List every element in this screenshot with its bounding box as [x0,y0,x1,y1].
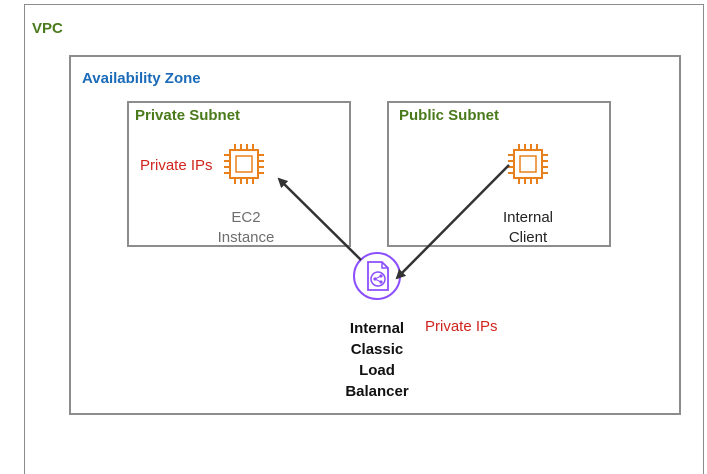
private-subnet-label: Private Subnet [135,107,241,124]
lb-caption-line3: Load [359,362,395,379]
public-subnet-label: Public Subnet [399,107,500,124]
ec2-caption-line1: EC2 [231,209,261,226]
public-subnet-container [387,101,611,247]
availability-zone-container [69,55,681,415]
client-chip-icon [508,144,548,184]
arrow-client-to-lb [395,164,510,280]
client-caption-line1: Internal [502,209,554,226]
diagram-graphics [224,144,548,300]
ec2-chip-icon [224,144,264,184]
private-ips-label-load-balancer: Private IPs [425,318,498,335]
arrow-lb-to-ec2 [277,177,362,261]
ec2-caption-line2: Instance [217,229,275,246]
client-caption-line2: Client [508,229,548,246]
vpc-container [24,4,704,474]
load-balancer-caption: Internal Classic Load Balancer [336,318,418,402]
availability-zone-label: Availability Zone [82,70,201,87]
lb-caption-line1: Internal [349,320,405,337]
lb-caption-line2: Classic [350,341,404,358]
ec2-instance-caption: EC2 Instance [206,208,286,248]
private-subnet-container [127,101,351,247]
vpc-label: VPC [32,20,63,37]
private-ips-label-ec2: Private IPs [140,157,213,174]
load-balancer-icon [353,252,401,300]
internal-client-caption: Internal Client [488,208,568,248]
lb-caption-line4: Balancer [345,383,409,400]
